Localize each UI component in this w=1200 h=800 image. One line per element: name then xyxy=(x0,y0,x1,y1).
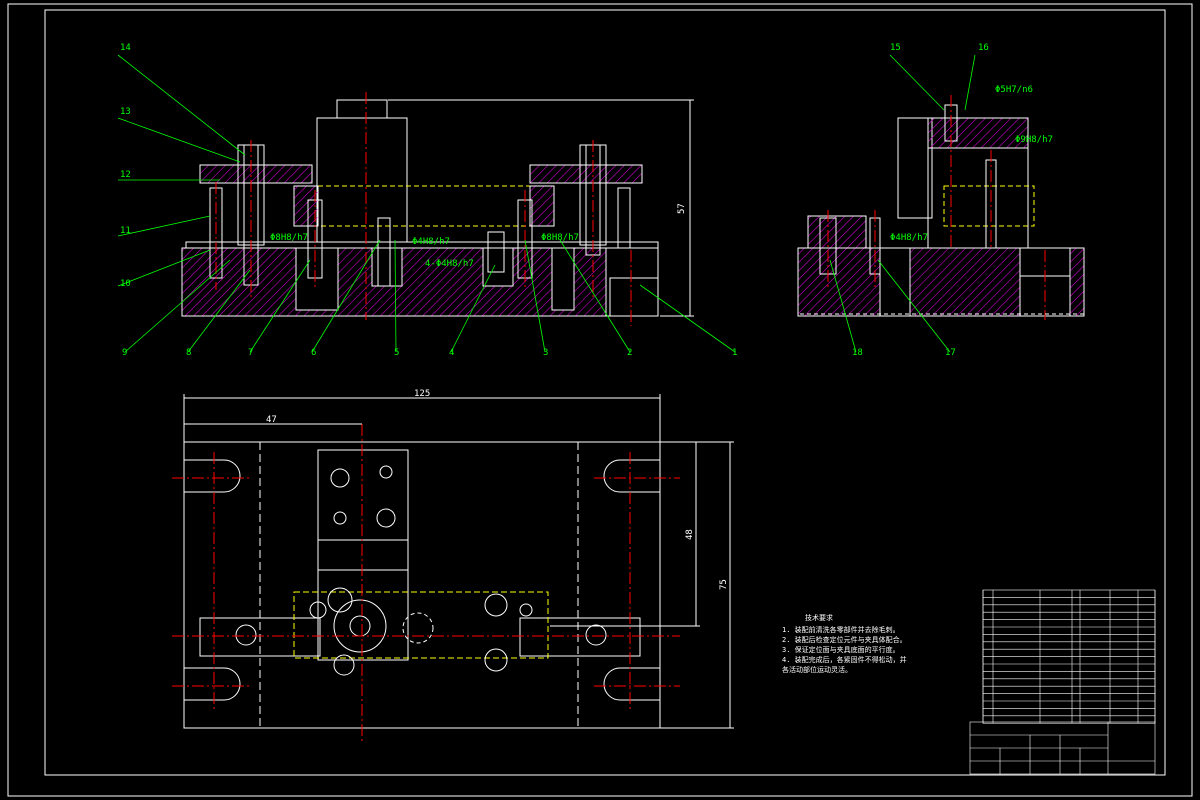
outer-frame xyxy=(7,3,1193,797)
central-block xyxy=(316,117,408,243)
inner-frame xyxy=(44,9,1166,776)
callout-4: 4 xyxy=(449,348,454,358)
callout-5: 5 xyxy=(394,348,399,358)
callout-18: 18 xyxy=(852,348,863,358)
note-2: 2. 装配后检查定位元件与夹具体配合。 xyxy=(782,635,907,644)
callout-16: 16 xyxy=(978,43,989,53)
fit-label-4: Φ8H8/h7 xyxy=(541,233,579,243)
side-fit-1: Φ5H7/n6 xyxy=(995,85,1033,95)
technical-notes: 技术要求 1. 装配前清洗各零部件并去除毛刺。 2. 装配后检查定位元件与夹具体… xyxy=(782,613,907,674)
callout-2: 2 xyxy=(627,348,632,358)
title-block xyxy=(969,721,1156,775)
side-fit-3: Φ4H8/h7 xyxy=(890,233,928,243)
callout-10: 10 xyxy=(120,279,131,289)
callout-8: 8 xyxy=(186,348,191,358)
left-clamp xyxy=(199,164,313,184)
callout-6: 6 xyxy=(311,348,316,358)
note-3: 3. 保证定位面与夹具底面的平行度。 xyxy=(782,645,900,654)
callout-11: 11 xyxy=(120,226,131,236)
base-body xyxy=(181,247,659,317)
dim-47: 47 xyxy=(266,415,277,425)
callout-17: 17 xyxy=(945,348,956,358)
callout-14: 14 xyxy=(120,43,131,53)
workpiece xyxy=(293,185,555,227)
callout-7: 7 xyxy=(248,348,253,358)
callout-15: 15 xyxy=(890,43,901,53)
fit-label-2: Φ4H8/h7 xyxy=(412,237,450,247)
callout-3: 3 xyxy=(543,348,548,358)
dim-48: 48 xyxy=(685,529,695,540)
side-fit-2: Φ9H8/h7 xyxy=(1015,135,1053,145)
dim-75: 75 xyxy=(719,579,729,590)
front-view: 57 xyxy=(181,92,694,326)
callout-1: 1 xyxy=(732,348,737,358)
dim-125: 125 xyxy=(414,389,430,399)
note-1: 1. 装配前清洗各零部件并去除毛刺。 xyxy=(782,625,900,634)
side-view xyxy=(797,95,1085,320)
note-5: 各活动部位运动灵活。 xyxy=(782,665,852,674)
side-callouts xyxy=(829,54,976,353)
top-view xyxy=(172,394,734,742)
callout-12: 12 xyxy=(120,170,131,180)
fit-label-1: Φ8H8/h7 xyxy=(270,233,308,243)
notes-title: 技术要求 xyxy=(805,613,833,622)
front-callouts xyxy=(117,54,736,353)
dim-height-57: 57 xyxy=(677,203,687,214)
note-4: 4. 装配完成后，各紧固件不得松动，并 xyxy=(782,655,907,664)
parts-list xyxy=(982,589,1156,724)
fit-label-3: 4-Φ4H8/h7 xyxy=(425,259,474,269)
callout-13: 13 xyxy=(120,107,131,117)
callout-9a: 9 xyxy=(122,348,127,358)
